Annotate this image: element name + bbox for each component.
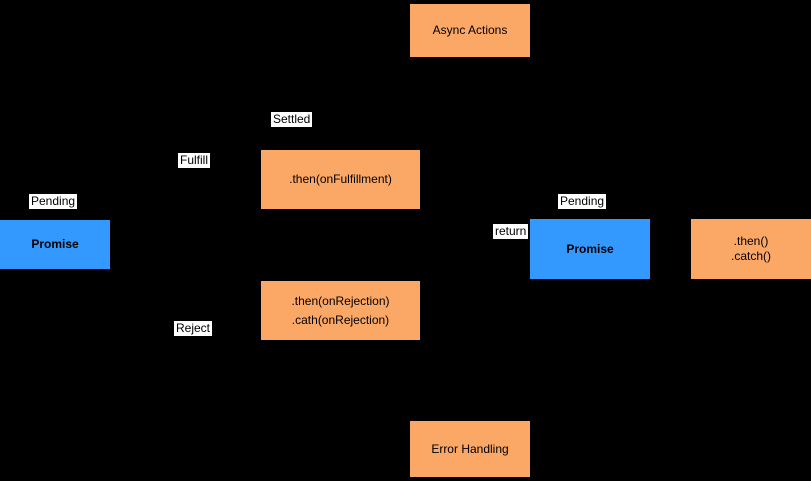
node-promise-left: Promise bbox=[0, 220, 110, 269]
edge-label-pending-left: Pending bbox=[29, 194, 78, 209]
node-then-onrejection: .then(onRejection) .cath(onRejection) bbox=[261, 281, 420, 340]
node-label-line2: .catch() bbox=[730, 249, 771, 263]
node-promise-right: Promise bbox=[530, 219, 650, 279]
node-label-line2: .cath(onRejection) bbox=[291, 312, 390, 327]
node-label: Async Actions bbox=[432, 23, 508, 37]
node-then-catch: .then() .catch() bbox=[691, 219, 811, 279]
node-label-line1: .then(onRejection) bbox=[291, 293, 390, 308]
edge-label-settled: Settled bbox=[271, 112, 313, 127]
node-error-handling: Error Handling bbox=[410, 421, 530, 477]
node-label: Promise bbox=[566, 241, 614, 256]
node-label-line1: .then() bbox=[733, 234, 769, 248]
edge-label-return: return bbox=[493, 224, 529, 239]
node-async-actions: Async Actions bbox=[410, 4, 530, 57]
node-then-onfulfillment: .then(onFulfillment) bbox=[261, 150, 420, 209]
edge-label-pending-right: Pending bbox=[558, 194, 607, 209]
node-label: Promise bbox=[31, 237, 79, 251]
node-label: .then(onFulfillment) bbox=[289, 172, 392, 186]
edge-label-reject: Reject bbox=[174, 321, 213, 336]
node-label: Error Handling bbox=[431, 441, 509, 456]
edge-label-fulfill: Fulfill bbox=[178, 153, 211, 168]
